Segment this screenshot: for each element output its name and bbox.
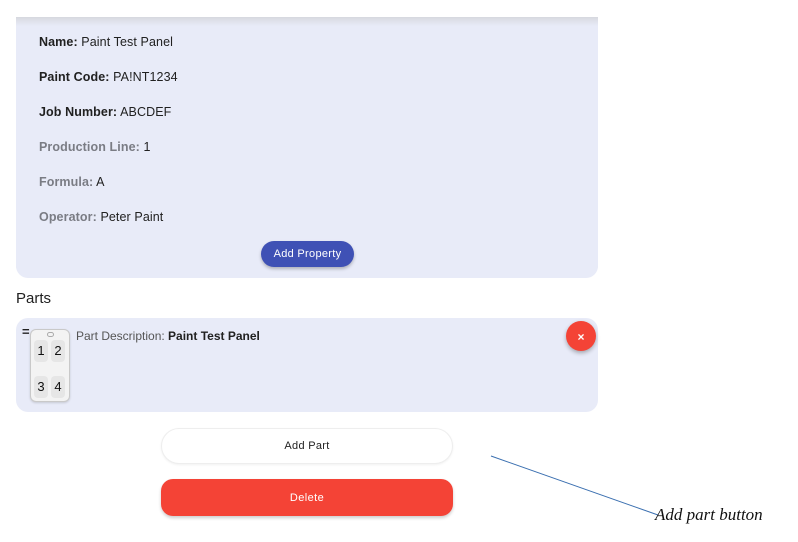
property-key: Production Line: xyxy=(39,140,140,154)
delete-button[interactable]: Delete xyxy=(161,479,453,516)
property-formula: Formula: A xyxy=(39,175,105,189)
annotation-label: Add part button xyxy=(655,505,763,524)
property-key: Name: xyxy=(39,35,78,49)
property-key: Operator: xyxy=(39,210,97,224)
property-paint-code: Paint Code: PA!NT1234 xyxy=(39,70,178,84)
thumbnail-cell: 1 xyxy=(34,340,48,362)
property-production-line: Production Line: 1 xyxy=(39,140,151,154)
property-value: Peter Paint xyxy=(100,210,164,224)
thumbnail-cell: 2 xyxy=(51,340,65,362)
add-property-button[interactable]: Add Property xyxy=(261,241,354,267)
parts-heading: Parts xyxy=(16,290,52,307)
part-description-value: Paint Test Panel xyxy=(168,329,260,343)
part-description-label: Part Description: xyxy=(76,329,165,343)
thumbnail-cell: 3 xyxy=(34,376,48,398)
property-value: A xyxy=(96,175,105,189)
property-value: Paint Test Panel xyxy=(81,35,174,49)
property-job-number: Job Number: ABCDEF xyxy=(39,105,171,119)
property-name: Name: Paint Test Panel xyxy=(39,35,173,49)
drag-handle-icon[interactable]: = xyxy=(22,324,30,339)
close-icon: × xyxy=(577,330,585,344)
thumbnail-cell: 4 xyxy=(51,376,65,398)
part-description: Part Description: Paint Test Panel xyxy=(76,329,260,343)
part-thumbnail: 1 2 3 4 xyxy=(30,329,70,402)
property-value: ABCDEF xyxy=(120,105,172,119)
hang-hole-icon xyxy=(47,332,54,337)
property-key: Job Number: xyxy=(39,105,118,119)
properties-card: Name: Paint Test Panel Paint Code: PA!NT… xyxy=(16,18,598,278)
property-key: Formula: xyxy=(39,175,94,189)
property-value: PA!NT1234 xyxy=(113,70,178,84)
add-part-button[interactable]: Add Part xyxy=(161,428,453,464)
property-key: Paint Code: xyxy=(39,70,110,84)
app-bar-shadow xyxy=(16,18,598,26)
remove-part-button[interactable]: × xyxy=(566,321,596,351)
property-operator: Operator: Peter Paint xyxy=(39,210,163,224)
part-list-item: = 1 2 3 4 Part Description: Paint Test P… xyxy=(16,318,598,412)
property-value: 1 xyxy=(143,140,151,154)
